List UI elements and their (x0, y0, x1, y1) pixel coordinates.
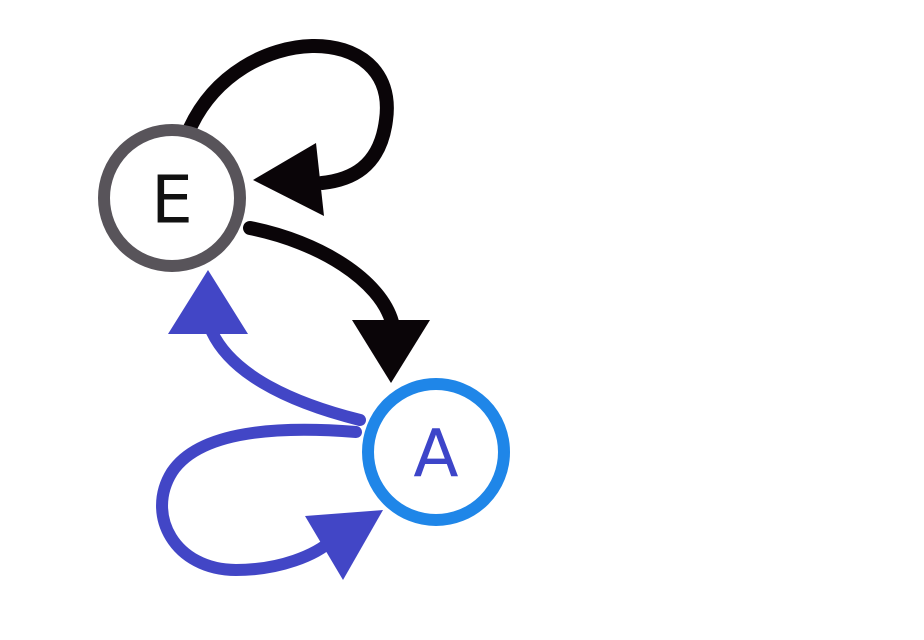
edge-e-to-a-line (243, 221, 399, 329)
edge-e-to-a (243, 221, 430, 383)
node-a-label: A (413, 416, 458, 493)
edge-a-to-a-arrowhead (305, 510, 383, 580)
edge-a-to-e (168, 270, 366, 426)
node-e: E (98, 124, 246, 272)
edge-a-to-a-line (156, 423, 362, 577)
edge-a-to-a (156, 423, 383, 580)
node-a: A (362, 378, 510, 526)
edge-e-to-e-arrowhead (253, 143, 324, 216)
node-e-label: E (151, 162, 193, 239)
node-e-circle (98, 124, 246, 272)
edge-a-to-e-arrowhead (168, 270, 248, 334)
node-a-circle (362, 378, 510, 526)
edge-a-to-e-line (206, 326, 366, 426)
edge-e-to-e-line (183, 39, 394, 190)
edge-e-to-e (183, 39, 394, 216)
edge-e-to-a-arrowhead (352, 320, 430, 383)
